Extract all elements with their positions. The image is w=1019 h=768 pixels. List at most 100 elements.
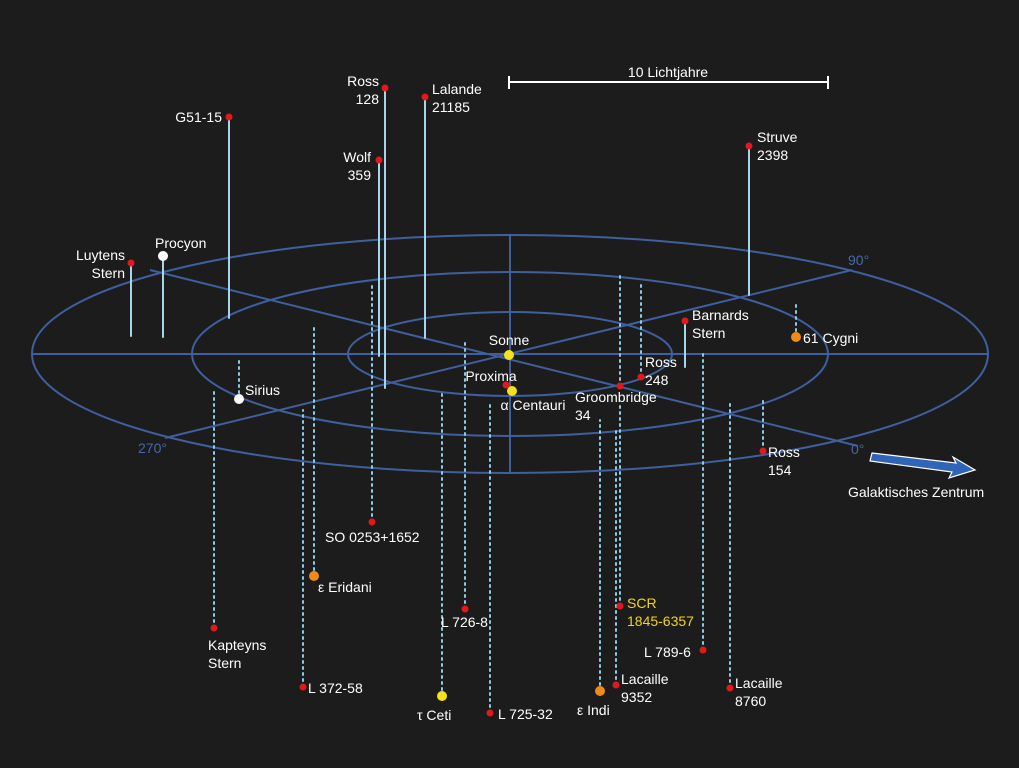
star-label-line: 1845-6357 [627, 613, 694, 629]
star-procyon: Procyon [155, 235, 206, 261]
star-marker-procyon [158, 251, 168, 261]
star-label-line: 34 [575, 407, 591, 423]
star-label-line: 2398 [757, 147, 788, 163]
star-label-epsilon-indi: ε Indi [577, 702, 610, 718]
star-label-line: Ross [768, 444, 800, 460]
star-label-61-cygni: 61 Cygni [803, 330, 858, 346]
star-label-line: Stern [692, 325, 725, 341]
star-sonne: Sonne [489, 332, 530, 360]
star-proxima: Proxima [465, 368, 517, 389]
angle-0-label: 0° [851, 441, 864, 457]
star-label-ross-154: Ross 154 [768, 444, 800, 478]
star-label-line: Sonne [489, 332, 530, 348]
star-label-l-726-8: L 726-8 [441, 614, 488, 630]
star-label-line: 248 [645, 372, 669, 388]
star-label-line: Stern [92, 265, 125, 281]
star-sirius: Sirius [234, 382, 280, 404]
star-marker-so-0253-1652 [368, 518, 376, 526]
star-label-line: 61 Cygni [803, 330, 858, 346]
star-label-line: Proxima [465, 368, 517, 384]
star-label-line: L 725-32 [498, 706, 553, 722]
star-marker-lalande-21185 [421, 93, 429, 101]
star-label-lacaille-9352: Lacaille 9352 [621, 671, 669, 705]
star-label-line: Struve [757, 129, 798, 145]
star-label-line: Lalande [432, 81, 482, 97]
star-label-line: ε Eridani [318, 579, 372, 595]
angle-270-label: 270° [138, 440, 167, 456]
star-marker-l-789-6 [699, 646, 707, 654]
star-label-line: Wolf [343, 149, 371, 165]
star-label-line: 154 [768, 462, 792, 478]
star-l-789-6: L 789-6 [644, 644, 707, 660]
axis-diagonal-a [149, 269, 859, 447]
star-marker-scr-1845-6357 [616, 602, 624, 610]
star-marker-l-725-32 [486, 709, 494, 717]
star-marker-l-372-58 [299, 683, 307, 691]
star-label-line: Kapteyns [208, 637, 266, 653]
star-marker-sirius [234, 394, 244, 404]
star-label-line: 8760 [735, 693, 766, 709]
star-label-line: G51-15 [175, 109, 222, 125]
star-label-line: τ Ceti [417, 707, 451, 723]
star-label-line: 9352 [621, 689, 652, 705]
star-marker-lacaille-9352 [612, 681, 620, 689]
star-lacaille-8760: Lacaille 8760 [726, 675, 783, 709]
star-groombridge-34: Groombridge 34 [575, 382, 657, 423]
star-label-sonne: Sonne [489, 332, 530, 348]
star-tau-ceti: τ Ceti [417, 691, 451, 723]
star-label-line: Stern [208, 655, 241, 671]
star-label-line: 128 [356, 91, 380, 107]
star-g51-15: G51-15 [175, 109, 233, 125]
star-marker-ross-248 [637, 373, 645, 381]
star-label-tau-ceti: τ Ceti [417, 707, 451, 723]
galactic-center-label: Galaktisches Zentrum [848, 484, 984, 500]
star-alpha-centauri: α Centauri [501, 386, 565, 413]
star-label-l-372-58: L 372-58 [308, 680, 363, 696]
star-marker-epsilon-eridani [309, 571, 319, 581]
star-label-line: Lacaille [621, 671, 669, 687]
star-so-0253-1652: SO 0253+1652 [325, 518, 420, 545]
star-marker-l-726-8 [461, 605, 469, 613]
scale-bar: 10 Lichtjahre [508, 64, 829, 89]
star-marker-ross-128 [381, 84, 389, 92]
star-label-groombridge-34: Groombridge 34 [575, 389, 657, 423]
star-l-725-32: L 725-32 [486, 706, 553, 722]
star-label-line: Lacaille [735, 675, 783, 691]
star-marker-lacaille-8760 [726, 684, 734, 692]
star-marker-61-cygni [791, 332, 801, 342]
star-label-line: Sirius [245, 382, 280, 398]
star-marker-epsilon-indi [595, 686, 605, 696]
star-label-line: Groombridge [575, 389, 657, 405]
star-label-epsilon-eridani: ε Eridani [318, 579, 372, 595]
star-label-struve-2398: Struve 2398 [757, 129, 798, 163]
angle-90-label: 90° [848, 252, 869, 268]
star-label-procyon: Procyon [155, 235, 206, 251]
galactic-center-indicator: Galaktisches Zentrum [848, 452, 984, 500]
star-marker-barnards-stern [681, 317, 689, 325]
star-marker-groombridge-34 [616, 382, 624, 390]
star-label-proxima: Proxima [465, 368, 517, 384]
star-marker-struve-2398 [745, 142, 753, 150]
star-label-lalande-21185: Lalande 21185 [432, 81, 482, 115]
star-marker-proxima [502, 381, 510, 389]
star-marker-sonne [504, 350, 514, 360]
star-label-line: 21185 [432, 99, 470, 115]
scale-bar-label: 10 Lichtjahre [628, 64, 708, 80]
star-struve-2398: Struve 2398 [745, 129, 798, 163]
star-label-line: Ross [645, 354, 677, 370]
star-label-line: ε Indi [577, 702, 610, 718]
star-marker-wolf-359 [375, 156, 383, 164]
